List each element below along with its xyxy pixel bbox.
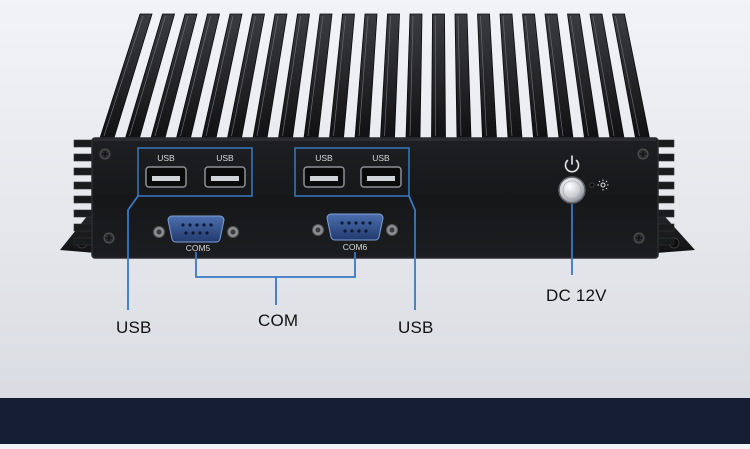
power-button[interactable]: [558, 176, 586, 204]
usb-port-4: USB: [360, 153, 402, 188]
heatsink-fin-highlight: [333, 15, 346, 137]
heatsink-fin-highlight: [480, 15, 487, 137]
power-icon: [564, 155, 580, 173]
heatsink-fin: [329, 13, 355, 139]
side-rib: [73, 237, 93, 246]
side-rib: [657, 209, 675, 218]
side-ribs-right: [657, 139, 675, 246]
heatsink-fin: [544, 13, 574, 139]
usb-port-3-label: USB: [315, 153, 333, 163]
side-rib: [657, 237, 675, 246]
side-rib: [73, 139, 93, 148]
heatsink-fin-highlight: [547, 15, 564, 137]
usb-left-callout-line: [127, 195, 139, 310]
heatsink-fin-highlight: [231, 15, 256, 137]
usb-port-2: USB: [204, 153, 246, 188]
heatsink-fin-highlight: [525, 15, 538, 137]
side-rib: [657, 195, 675, 204]
heatsink-fin-highlight: [205, 15, 234, 137]
heatsink-fin: [522, 13, 548, 139]
heatsink-fin-highlight: [282, 15, 301, 137]
usb-port-4-label: USB: [372, 153, 390, 163]
heatsink-fin-highlight: [457, 15, 462, 137]
usb-left-callout-label: USB: [116, 318, 152, 337]
heatsink-fin: [477, 13, 497, 139]
usb-port-1: USB: [145, 153, 187, 188]
side-rib: [657, 223, 675, 232]
side-rib: [73, 153, 93, 162]
callout-lines: [127, 195, 573, 310]
side-rib: [657, 139, 675, 148]
panel-screw-br: [633, 232, 645, 244]
heatsink-fin: [354, 13, 378, 139]
heatsink-fin-highlight: [384, 15, 391, 137]
sun-indicator-icon: [597, 179, 609, 191]
side-rib: [73, 223, 93, 232]
heatsink-fin-highlight: [358, 15, 369, 137]
com-port-com5: COM5: [153, 215, 239, 253]
side-rib: [657, 153, 675, 162]
side-rib: [73, 167, 93, 176]
side-rib: [657, 181, 675, 190]
com-port-com6: COM6: [312, 213, 398, 252]
heatsink-fin-highlight: [615, 15, 640, 137]
side-rib: [73, 181, 93, 190]
dc-callout-label: DC 12V: [546, 286, 607, 305]
panel-screw-tl: [99, 148, 111, 160]
usb-port-3: USB: [303, 153, 345, 188]
bottom-banner: [0, 398, 750, 444]
panel-screw-bl: [103, 232, 115, 244]
heatsink-fin-highlight: [154, 15, 189, 137]
heatsink-fin: [405, 13, 423, 139]
heatsink-fin: [454, 13, 472, 139]
com-callout-label: COM: [258, 311, 299, 330]
heatsink-fin-highlight: [103, 15, 144, 137]
panel-screw-tr: [637, 148, 649, 160]
side-rib: [73, 195, 93, 204]
usb-group-left-outline: [137, 147, 253, 197]
side-rib: [73, 209, 93, 218]
heatsink-fin: [303, 13, 333, 139]
heatsink-fins: [99, 13, 650, 139]
usb-port-1-label: USB: [157, 153, 175, 163]
side-rib: [657, 167, 675, 176]
heatsink-fin-highlight: [409, 15, 414, 137]
com5-label: COM5: [186, 243, 211, 253]
usb-port-2-label: USB: [216, 153, 234, 163]
usb-right-callout-label: USB: [398, 318, 434, 337]
heatsink-fin-highlight: [592, 15, 615, 137]
heatsink-fin-highlight: [307, 15, 324, 137]
heatsink-fin-highlight: [256, 15, 279, 137]
com6-label: COM6: [343, 242, 368, 252]
usb-right-callout-line: [408, 195, 416, 310]
status-led: [589, 182, 595, 188]
heatsink-fin-highlight: [129, 15, 166, 137]
heatsink-fin-highlight: [570, 15, 589, 137]
side-ribs-left: [73, 139, 93, 246]
usb-group-right-outline: [294, 147, 410, 197]
heatsink-fin-highlight: [180, 15, 211, 137]
heatsink-fin: [431, 13, 446, 139]
heatsink-fin-highlight: [502, 15, 513, 137]
